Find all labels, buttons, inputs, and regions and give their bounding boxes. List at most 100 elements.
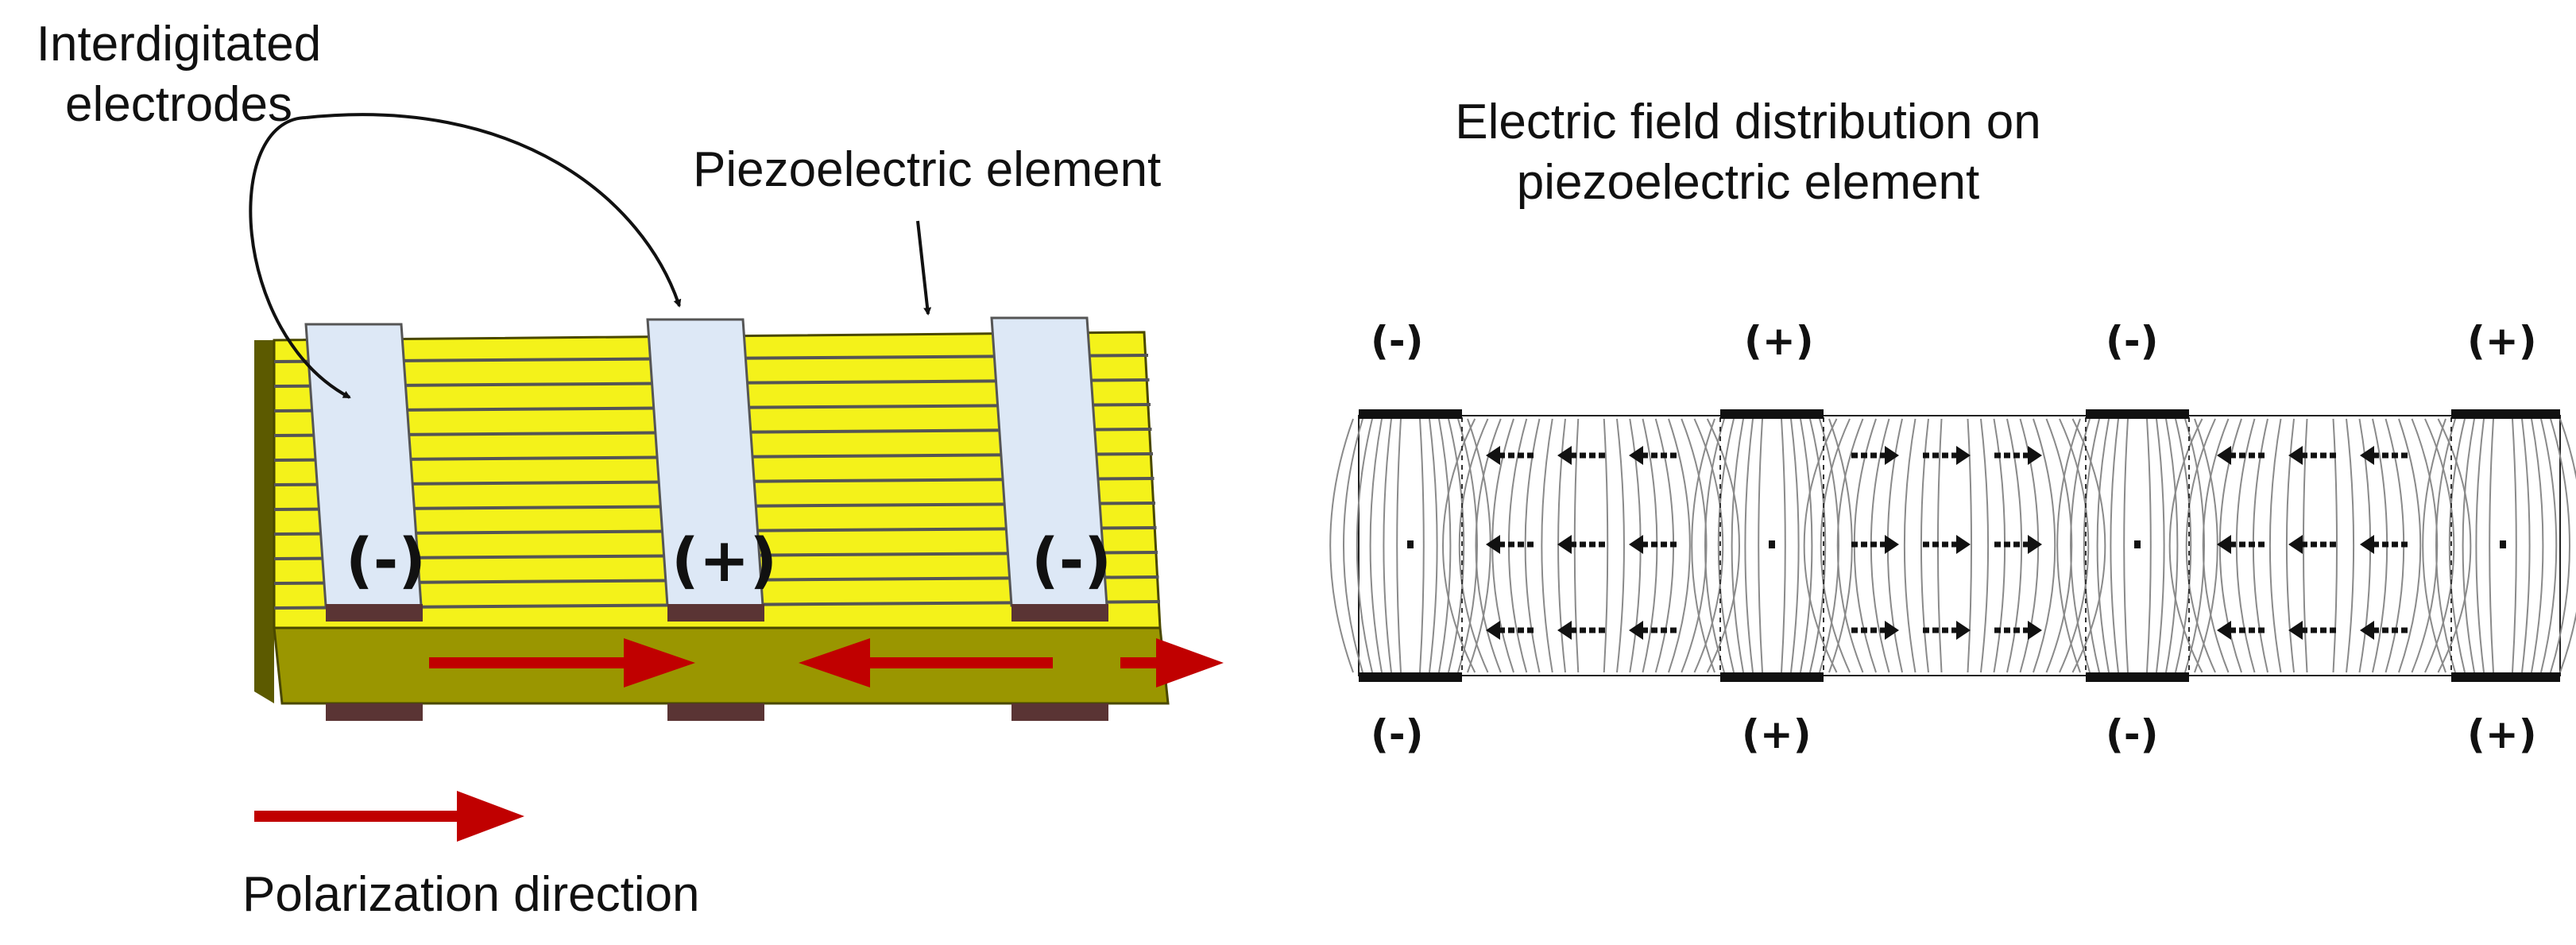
field-plot-title: Electric field distribution on piezoelec… (1351, 92, 2145, 213)
field-line (1903, 418, 1917, 673)
field-line (2056, 418, 2081, 673)
field-line (1668, 418, 1691, 673)
field-arrow (1851, 621, 1899, 640)
field-line (2462, 418, 2475, 673)
field-arrow (2288, 446, 2336, 465)
bottom-sign-3: (-) (2106, 711, 2159, 757)
field-line (1920, 418, 1929, 673)
field-arrow (2217, 621, 2265, 640)
field-line (1758, 418, 1763, 673)
top-sign-4: (+) (2467, 318, 2537, 364)
field-arrow (1557, 621, 1605, 640)
field-line (2285, 418, 2295, 673)
leader-lines (249, 113, 932, 399)
electrode-1 (304, 323, 423, 721)
field-line (1541, 418, 1553, 673)
field-line (1356, 418, 1373, 673)
field-arrow (1769, 540, 1775, 548)
top-sign-2: (+) (1744, 318, 1814, 364)
field-line (1706, 418, 1740, 673)
field-arrow (1557, 446, 1605, 465)
field-line (1800, 418, 1813, 673)
field-line (2071, 418, 2106, 673)
field-line (2435, 418, 2456, 673)
field-arrow (1851, 535, 1899, 554)
bottom-sign-2: (+) (1742, 711, 1812, 757)
field-arrow (1994, 621, 2042, 640)
field-arrow (1629, 621, 1677, 640)
field-arrow (1557, 535, 1605, 554)
field-line (2398, 418, 2422, 673)
field-arrow (1923, 535, 1971, 554)
field-arrow (1994, 446, 2042, 465)
field-line (1457, 418, 1478, 673)
electrode-sign-3: (-) (1031, 525, 1112, 595)
field-line (2346, 418, 2355, 673)
field-arrow (2500, 540, 2506, 548)
field-line (1809, 418, 1827, 673)
field-line (1836, 418, 1864, 673)
field-line (2332, 418, 2338, 673)
field-line (2184, 418, 2205, 673)
field-electrode-bars (1359, 409, 2560, 682)
field-line (1819, 418, 1839, 673)
field-plot (1329, 409, 2576, 682)
field-line (2448, 418, 2466, 673)
electrode-sign-1: (-) (346, 525, 427, 595)
bottom-sign-1: (-) (1371, 711, 1424, 757)
field-arrow (2360, 535, 2408, 554)
field-line (2156, 418, 2165, 673)
field-lines (1329, 418, 2576, 673)
field-line (2083, 418, 2100, 673)
field-arrow (2217, 535, 2265, 554)
field-line (2059, 418, 2090, 673)
field-line (1475, 418, 1502, 673)
field-line (2411, 418, 2439, 673)
field-line (2422, 418, 2446, 673)
field-arrow (2360, 446, 2408, 465)
field-line (2531, 418, 2544, 673)
top-sign-3: (-) (2106, 318, 2159, 364)
field-line (1717, 418, 1735, 673)
field-line (2165, 418, 2179, 673)
field-line (2006, 418, 2023, 673)
electrodes-label-line2: electrodes (64, 77, 293, 132)
field-line (2437, 418, 2472, 673)
field-line (2235, 418, 2256, 673)
field-arrow (2360, 621, 2408, 640)
field-line (2424, 418, 2455, 673)
electrode-2 (646, 318, 764, 721)
field-line (1396, 418, 1402, 673)
piezo-side-face (254, 340, 274, 703)
field-line (1691, 418, 1715, 673)
field-line (1980, 418, 1990, 673)
field-line (2512, 418, 2517, 673)
field-arrow (1486, 446, 1534, 465)
field-arrow (1923, 621, 1971, 640)
piezo-element-label: Piezoelectric element (693, 142, 1162, 197)
field-line (2269, 418, 2282, 673)
field-line (1731, 418, 1744, 673)
field-line (1803, 418, 1838, 673)
electrodes-label-line1: Interdigitated (36, 17, 322, 72)
field-arrow (1407, 540, 1414, 548)
field-line (1557, 418, 1566, 673)
field-line (2194, 418, 2218, 673)
field-line (1383, 418, 1392, 673)
field-arrow (2288, 535, 2336, 554)
field-line (1603, 418, 1609, 673)
field-arrow (2217, 446, 2265, 465)
field-line (2033, 418, 2056, 673)
field-separators (1461, 417, 2452, 674)
field-line (1790, 418, 1800, 673)
field-plot-title-line2: piezoelectric element (1516, 155, 1980, 210)
field-arrow (1486, 621, 1534, 640)
field-arrow (1994, 535, 2042, 554)
field-arrow (1629, 535, 1677, 554)
field-line (2146, 418, 2152, 673)
field-line (1781, 418, 1786, 673)
polarization-legend-label: Polarization direction (242, 867, 700, 922)
field-plot-title-line1: Electric field distribution on (1455, 95, 2041, 149)
field-line (2540, 418, 2558, 673)
field-line (1704, 418, 1725, 673)
